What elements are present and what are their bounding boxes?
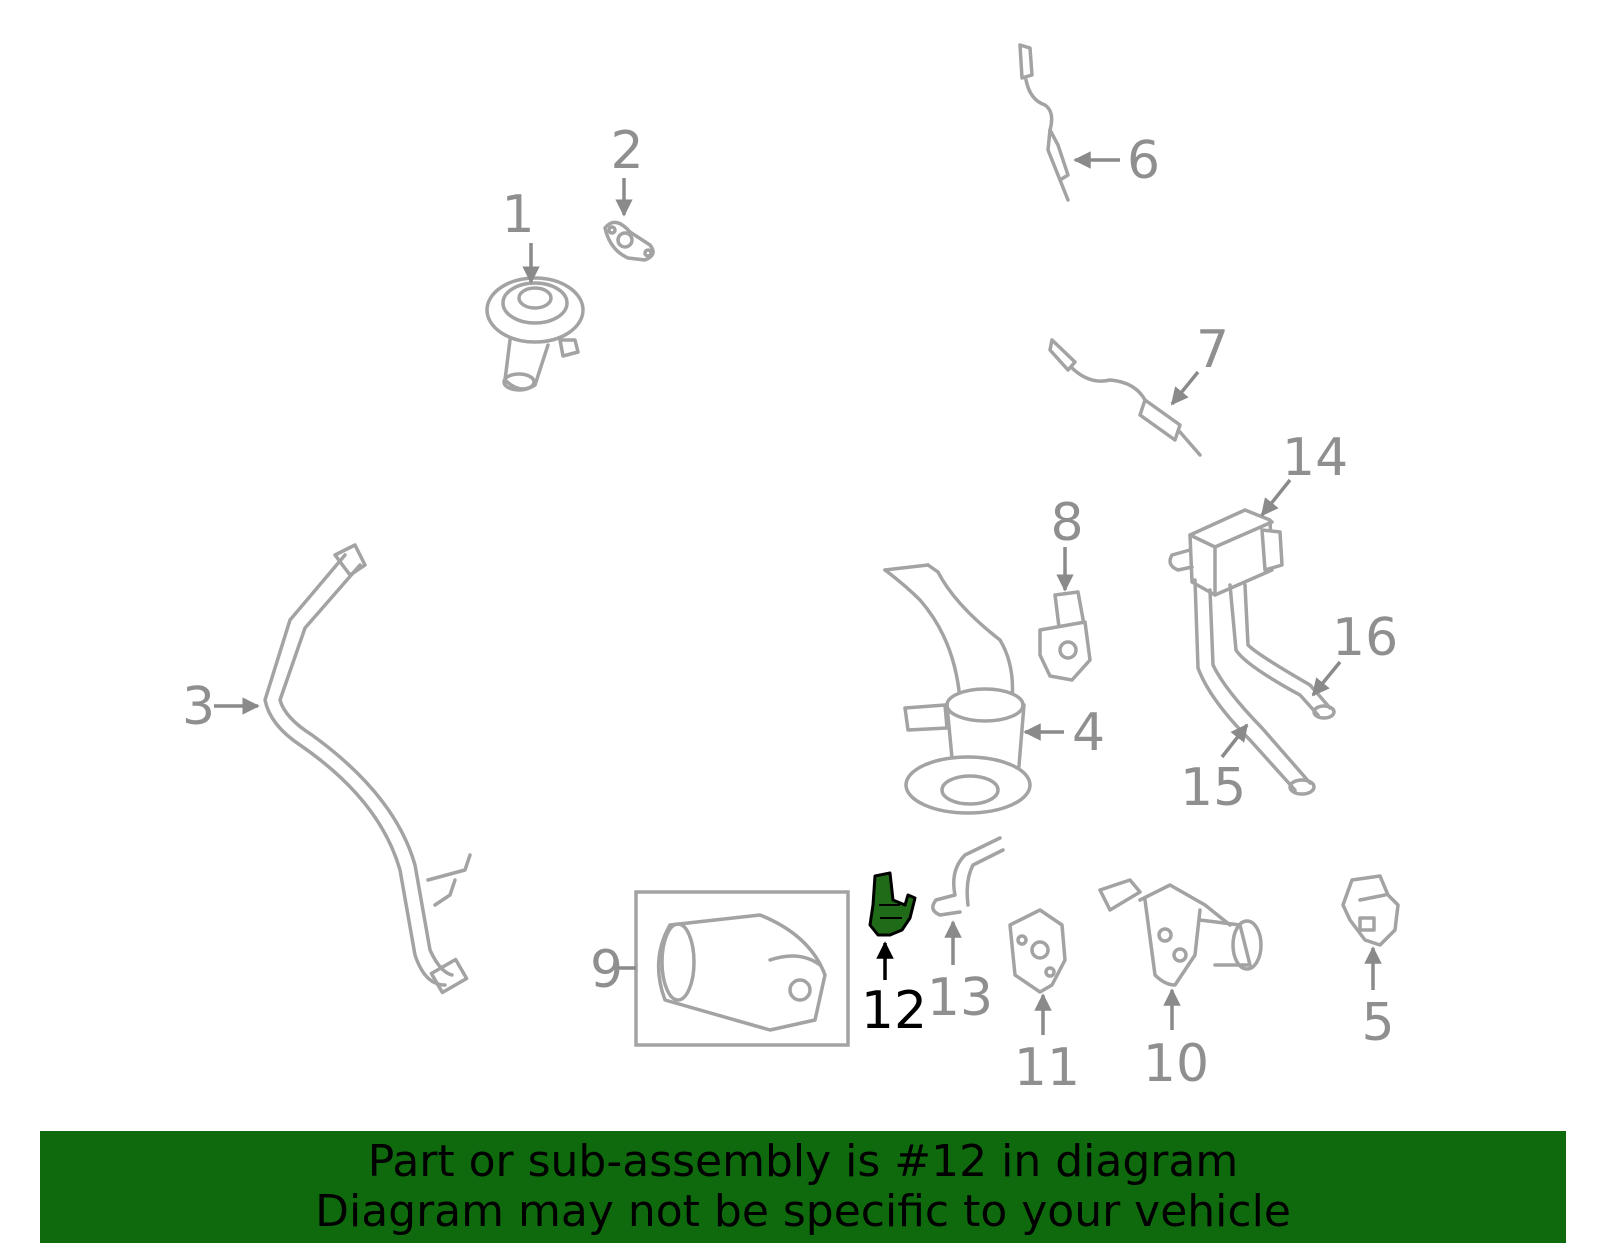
callout-8-label: 8 (1050, 493, 1083, 553)
part-2-gasket[interactable] (603, 220, 655, 262)
callout-1-label: 1 (501, 185, 534, 245)
callout-7: 7 (1170, 320, 1229, 406)
callout-4: 4 (1023, 703, 1105, 763)
callout-10: 10 (1143, 988, 1209, 1094)
callout-3: 3 (182, 677, 260, 737)
callout-15-label: 15 (1180, 758, 1246, 818)
part-3-hose-harness[interactable] (263, 543, 472, 995)
callout-9: 9 (590, 940, 636, 1000)
part-1-egr-valve[interactable] (485, 276, 585, 392)
callout-2: 2 (610, 121, 644, 217)
info-banner: Part or sub-assembly is #12 in diagram D… (40, 1131, 1566, 1243)
part-4-air-valve[interactable] (883, 563, 1032, 815)
callout-6-label: 6 (1127, 131, 1160, 191)
callout-1: 1 (501, 185, 540, 284)
part-12-highlighted[interactable] (868, 871, 917, 937)
callout-11: 11 (1014, 993, 1080, 1098)
callout-5-label: 5 (1361, 993, 1394, 1053)
callout-12-label: 12 (861, 981, 927, 1041)
callout-13-label: 13 (927, 968, 993, 1028)
callout-2-label: 2 (610, 121, 643, 181)
callout-7-label: 7 (1196, 320, 1229, 380)
part-14-pressure-sensor[interactable] (1168, 508, 1284, 597)
callout-6: 6 (1073, 131, 1160, 191)
callout-11-label: 11 (1014, 1038, 1080, 1098)
callout-9-label: 9 (590, 940, 623, 1000)
callout-16-label: 16 (1332, 608, 1398, 668)
callout-16: 16 (1311, 608, 1398, 697)
callout-14-label: 14 (1282, 428, 1348, 488)
callout-14: 14 (1260, 428, 1348, 517)
callout-4-label: 4 (1072, 703, 1105, 763)
part-7-oxygen-sensor[interactable] (1048, 338, 1202, 457)
callout-8: 8 (1050, 493, 1084, 592)
part-8-sensor[interactable] (1038, 590, 1092, 682)
part-10-valve[interactable] (1098, 878, 1263, 987)
part-16-hose[interactable] (1228, 583, 1336, 720)
part-9-canister[interactable] (634, 890, 850, 1047)
callout-15: 15 (1180, 723, 1249, 818)
banner-line-disclaimer: Diagram may not be specific to your vehi… (315, 1186, 1291, 1237)
callout-13: 13 (927, 920, 993, 1028)
callout-10-label: 10 (1143, 1034, 1209, 1094)
part-13-hose[interactable] (931, 836, 1005, 917)
callout-5: 5 (1361, 946, 1395, 1053)
callout-12: 12 (861, 941, 927, 1041)
part-5-vsv[interactable] (1341, 874, 1400, 947)
callout-3-label: 3 (182, 677, 215, 737)
part-6-oxygen-sensor[interactable] (1018, 43, 1070, 202)
part-11-gasket[interactable] (1008, 908, 1067, 994)
banner-line-part: Part or sub-assembly is #12 in diagram (367, 1136, 1239, 1187)
parts-diagram: 1 2 6 7 14 (182, 43, 1400, 1098)
